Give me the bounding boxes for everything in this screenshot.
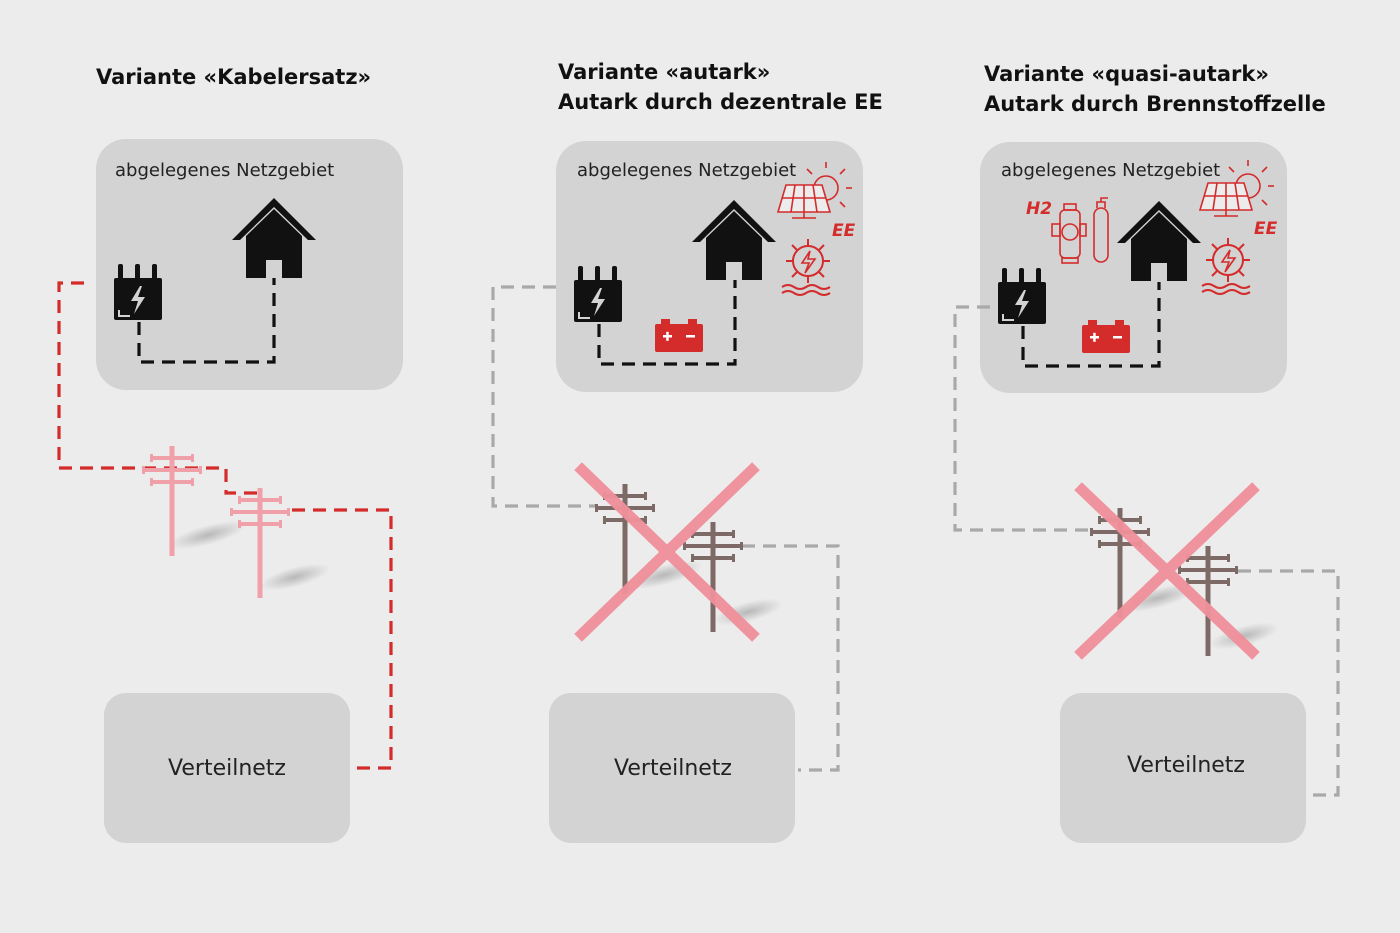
panel-1 <box>57 139 403 843</box>
panel-2-title-line-2: Autark durch dezentrale EE <box>558 90 883 114</box>
panel-2-ee-label: EE <box>832 221 856 241</box>
panel-3-distribution-label: Verteilnetz <box>1127 753 1245 778</box>
panel-2-title: Variante «autark» Autark durch dezentral… <box>558 57 883 117</box>
panel-2-title-line-1: Variante «autark» <box>558 60 771 84</box>
panel-1-title-line-1: Variante «Kabelersatz» <box>96 65 372 89</box>
panel-2-transformer-icon <box>573 265 623 323</box>
panel-2: EE <box>491 141 863 843</box>
panel-1-distribution-label: Verteilnetz <box>168 756 286 781</box>
panel-2-cross-icon <box>574 462 760 642</box>
panel-3-cable-line <box>953 305 1340 797</box>
panel-3-region-label: abgelegenes Netzgebiet <box>1001 160 1221 181</box>
panel-3-ee-label: EE <box>1254 219 1278 239</box>
panel-3-internal-line <box>1021 282 1161 368</box>
panel-3-transformer-icon <box>997 267 1047 325</box>
panel-3-h2-label: H2 <box>1026 199 1052 219</box>
panel-1-internal-line <box>137 278 276 364</box>
panel-3-cross-icon <box>1074 482 1260 660</box>
panel-2-cable-line <box>491 285 840 772</box>
panel-3-title-line-1: Variante «quasi-autark» <box>984 62 1269 86</box>
panel-3-title-line-2: Autark durch Brennstoffzelle <box>984 92 1326 116</box>
panel-1-region-label: abgelegenes Netzgebiet <box>115 160 335 181</box>
panel-1-cable-line <box>57 281 393 770</box>
panel-2-distribution-box <box>549 693 795 843</box>
panel-2-region-label: abgelegenes Netzgebiet <box>577 160 797 181</box>
panel-3-distribution-box <box>1060 693 1306 843</box>
panel-2-internal-line <box>597 280 737 366</box>
panel-1-title: Variante «Kabelersatz» <box>96 62 371 92</box>
panel-2-distribution-label: Verteilnetz <box>614 756 732 781</box>
panel-3: EE H2 <box>953 142 1340 843</box>
panel-3-title: Variante «quasi-autark» Autark durch Bre… <box>984 59 1326 119</box>
panel-1-transformer-icon <box>113 263 163 321</box>
panel-1-distribution-box <box>104 693 350 843</box>
